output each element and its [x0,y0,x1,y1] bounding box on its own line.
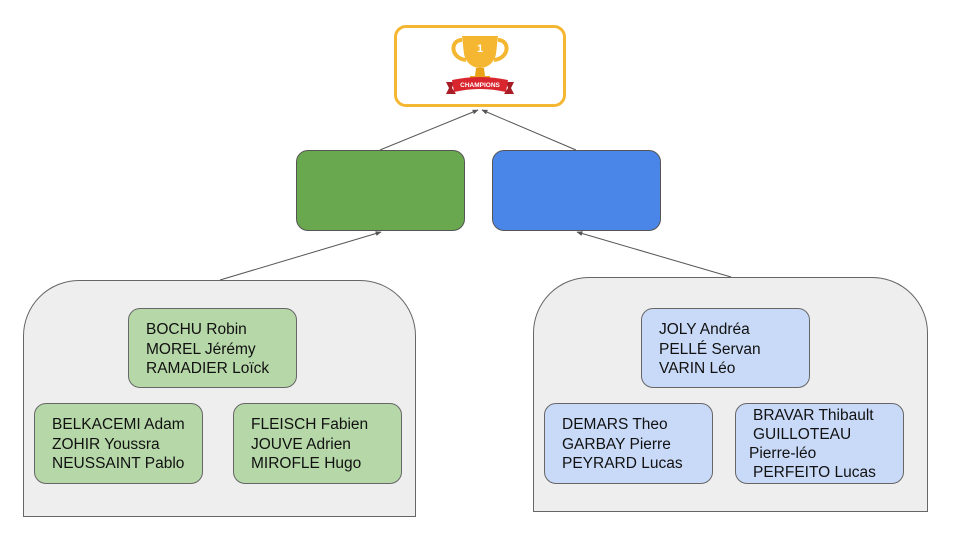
player-name: NEUSSAINT Pablo [52,455,185,472]
group-right-bottom-1: DEMARS Theo GARBAY Pierre PEYRARD Lucas [544,403,713,484]
player-name: PEYRARD Lucas [562,455,683,472]
player-name: MOREL Jérémy [146,340,256,358]
arrow-left-pool-to-green [219,231,382,281]
group-left-bottom-2: FLEISCH Fabien JOUVE Adrien MIROFLE Hugo [233,403,402,484]
player-name: BOCHU Robin [146,321,247,338]
arrow-green-to-trophy [379,109,479,151]
player-name: ZOHIR Youssra [52,435,160,453]
group-right-bottom-2: BRAVAR Thibault GUILLOTEAU Pierre-léo PE… [735,403,904,484]
player-name: PERFEITO Lucas [753,464,876,481]
player-name: JOUVE Adrien [251,435,351,453]
trophy-icon: 1 CHAMPIONS [446,36,514,94]
team-blue-box [492,150,661,231]
player-name: GARBAY Pierre [562,435,671,453]
player-name: VARIN Léo [659,360,736,377]
player-name: FLEISCH Fabien [251,416,369,433]
champions-banner-text: CHAMPIONS [460,82,500,89]
champions-ribbon [452,77,508,92]
player-name: PELLÉ Servan [659,340,761,358]
arrow-blue-to-trophy [481,109,577,151]
player-name: MIROFLE Hugo [251,455,362,472]
team-green-box [296,150,465,231]
player-name: JOLY Andréa [659,321,750,338]
group-left-top: BOCHU Robin MOREL Jérémy RAMADIER Loïck [128,308,297,388]
arrow-right-pool-to-blue [576,231,732,278]
trophy-rank: 1 [477,43,483,55]
player-name: BRAVAR Thibault [753,407,874,424]
player-name: Pierre-léo [749,445,817,462]
player-name: BELKACEMI Adam [52,416,185,433]
player-name: GUILLOTEAU [753,426,852,443]
group-left-bottom-1: BELKACEMI Adam ZOHIR Youssra NEUSSAINT P… [34,403,203,484]
group-right-top: JOLY Andréa PELLÉ Servan VARIN Léo [641,308,810,388]
player-name: RAMADIER Loïck [146,360,270,377]
player-name: DEMARS Theo [562,416,668,433]
